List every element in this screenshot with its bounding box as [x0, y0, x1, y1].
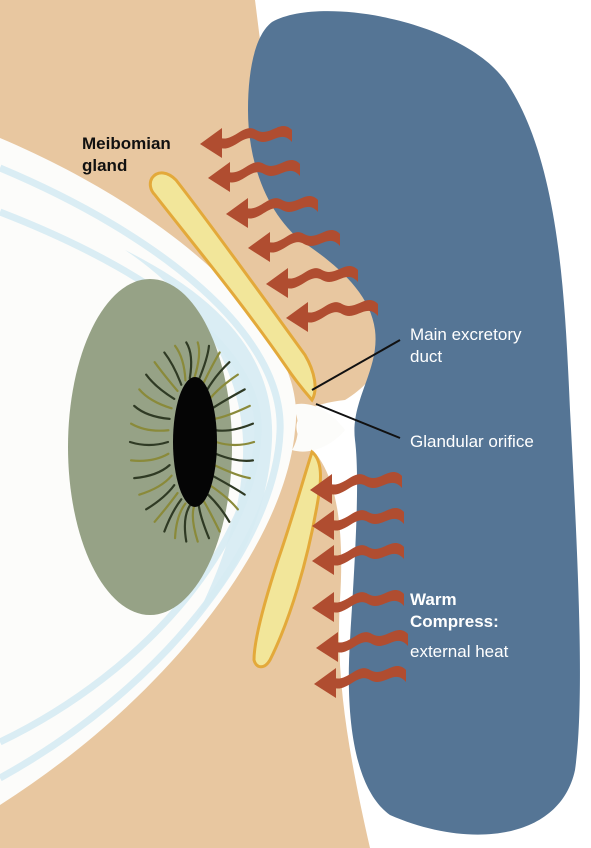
pupil — [173, 377, 217, 507]
glandular-orifice — [292, 404, 345, 452]
main-excretory-duct-label-line-2: duct — [410, 346, 521, 368]
meibomian-gland-label: Meibomian gland — [82, 133, 171, 177]
meibomian-gland-label-line-2: gland — [82, 155, 171, 177]
warm-compress-title: Warm Compress: — [410, 589, 499, 633]
main-excretory-duct-label-line-1: Main excretory — [410, 324, 521, 346]
warm-compress-subtitle: external heat — [410, 641, 508, 663]
warm-compress-title-line-2: Compress: — [410, 611, 499, 633]
meibomian-gland-label-line-1: Meibomian — [82, 133, 171, 155]
main-excretory-duct-label: Main excretory duct — [410, 324, 521, 368]
warm-compress-title-line-1: Warm — [410, 589, 499, 611]
glandular-orifice-label: Glandular orifice — [410, 431, 534, 453]
